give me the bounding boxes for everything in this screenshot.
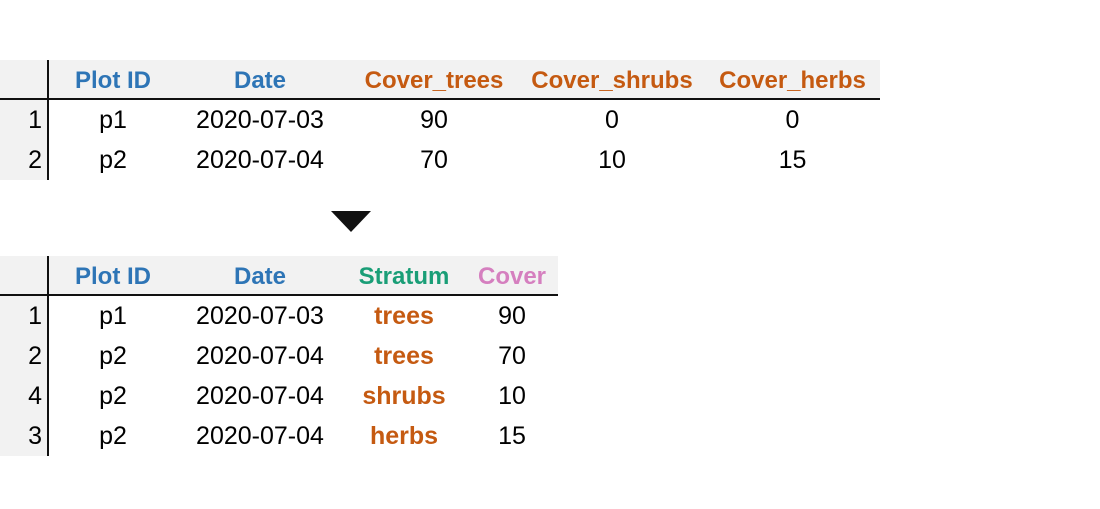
long-table-index-divider (47, 256, 49, 456)
row-index: 4 (28, 382, 42, 410)
plot-id-cell: p2 (99, 382, 127, 410)
plot-id-cell: p2 (99, 342, 127, 370)
table-row: 1 p1 2020-07-03 trees 90 (0, 296, 558, 336)
row-index: 2 (28, 146, 42, 174)
wide-table-index-divider (47, 60, 49, 180)
wide-header-cover-trees: Cover_trees (364, 67, 504, 94)
date-cell: 2020-07-03 (196, 302, 324, 330)
date-cell: 2020-07-04 (196, 342, 324, 370)
cover-cell: 10 (498, 382, 526, 410)
plot-id-cell: p2 (99, 422, 127, 450)
long-header-date: Date (233, 263, 287, 290)
stratum-cell: trees (374, 302, 434, 330)
wide-header-cover-shrubs: Cover_shrubs (531, 67, 693, 94)
long-header-plot-id: Plot ID (75, 263, 151, 290)
cover-trees-cell: 90 (420, 106, 448, 134)
cover-herbs-cell: 0 (785, 106, 800, 134)
wide-header-cover-herbs: Cover_herbs (719, 67, 866, 94)
row-index: 1 (28, 302, 42, 330)
cover-trees-cell: 70 (420, 146, 448, 174)
wide-table: Plot ID Date Cover_trees Cover_shrubs Co… (0, 60, 880, 180)
table-row: 4 p2 2020-07-04 shrubs 10 (0, 376, 558, 416)
cover-cell: 90 (498, 302, 526, 330)
date-cell: 2020-07-03 (196, 106, 324, 134)
date-cell: 2020-07-04 (196, 382, 324, 410)
cover-cell: 15 (498, 422, 526, 450)
long-header-cover: Cover (477, 263, 547, 290)
row-index: 2 (28, 342, 42, 370)
wide-header-date: Date (233, 67, 287, 94)
date-cell: 2020-07-04 (196, 422, 324, 450)
row-index: 1 (28, 106, 42, 134)
long-table-header-row: Plot ID Date Stratum Cover (0, 256, 558, 296)
plot-id-cell: p1 (99, 302, 127, 330)
down-triangle-icon (331, 211, 371, 232)
cover-herbs-cell: 15 (778, 146, 807, 174)
cover-shrubs-cell: 0 (605, 106, 619, 134)
plot-id-cell: p1 (99, 106, 127, 134)
plot-id-cell: p2 (99, 146, 127, 174)
wide-table-header-row: Plot ID Date Cover_trees Cover_shrubs Co… (0, 60, 880, 100)
cover-cell: 70 (498, 342, 526, 370)
table-row: 3 p2 2020-07-04 herbs 15 (0, 416, 558, 456)
stratum-cell: shrubs (362, 382, 446, 410)
date-cell: 2020-07-04 (196, 146, 324, 174)
table-row: 2 p2 2020-07-04 70 10 15 (0, 140, 880, 180)
long-header-stratum: Stratum (358, 263, 450, 290)
long-table: Plot ID Date Stratum Cover 1 p1 2020-07-… (0, 256, 558, 456)
table-row: 1 p1 2020-07-03 90 0 0 (0, 100, 880, 140)
table-row: 2 p2 2020-07-04 trees 70 (0, 336, 558, 376)
cover-shrubs-cell: 10 (598, 146, 626, 174)
stratum-cell: herbs (369, 422, 439, 450)
wide-header-plot-id: Plot ID (75, 67, 151, 94)
stratum-cell: trees (374, 342, 434, 370)
row-index: 3 (28, 422, 42, 450)
